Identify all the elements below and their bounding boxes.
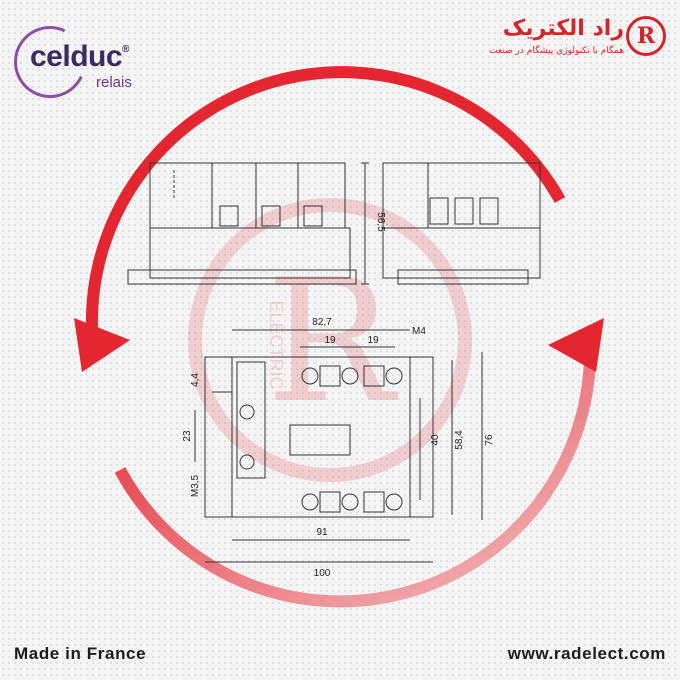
dim-top-width: 82,7	[312, 317, 332, 328]
dim-bottom-inner: 91	[316, 527, 328, 538]
watermark-letter: R	[266, 243, 399, 441]
dim-right-mid: 58,4	[454, 430, 465, 450]
dim-left-screw: M3,5	[190, 474, 201, 497]
radelect-title: راد الکتریک	[502, 16, 624, 41]
right-arrow-head-icon	[548, 318, 604, 372]
dim-pitch-left: 19	[324, 335, 336, 346]
dim-right-outer: 76	[484, 434, 495, 446]
dim-pitch-right: 19	[367, 335, 379, 346]
registered-mark: ®	[122, 44, 129, 55]
cycle-arrows	[74, 66, 604, 608]
celduc-sub: relais	[96, 74, 132, 91]
dim-bottom-outer: 100	[314, 568, 331, 579]
top-view-drawing	[194, 329, 483, 563]
dim-left-offset: 4,4	[190, 373, 201, 387]
left-arrow-head-icon	[74, 318, 130, 372]
radelect-tagline: همگام با تکنولوژی پیشگام در صنعت	[489, 46, 624, 56]
dim-side-height: 56,5	[375, 212, 386, 232]
celduc-logo: celduc® relais	[3, 15, 154, 109]
watermark-text: ELECTRIC	[266, 300, 286, 389]
website-link[interactable]: www.radelect.com	[507, 644, 666, 663]
dim-left-pitch: 23	[182, 430, 193, 442]
celduc-name: celduc	[30, 40, 123, 73]
watermark: R ELECTRIC	[188, 198, 472, 482]
dim-screw: M4	[412, 326, 426, 337]
side-view-drawing	[382, 162, 541, 285]
radelect-r-icon: R	[626, 16, 666, 56]
radelect-logo: راد الکتریک همگام با تکنولوژی پیشگام در …	[466, 14, 666, 64]
made-in-label: Made in France	[14, 644, 147, 663]
dim-right-inner: 40	[430, 434, 441, 446]
front-view-drawing	[127, 162, 369, 285]
